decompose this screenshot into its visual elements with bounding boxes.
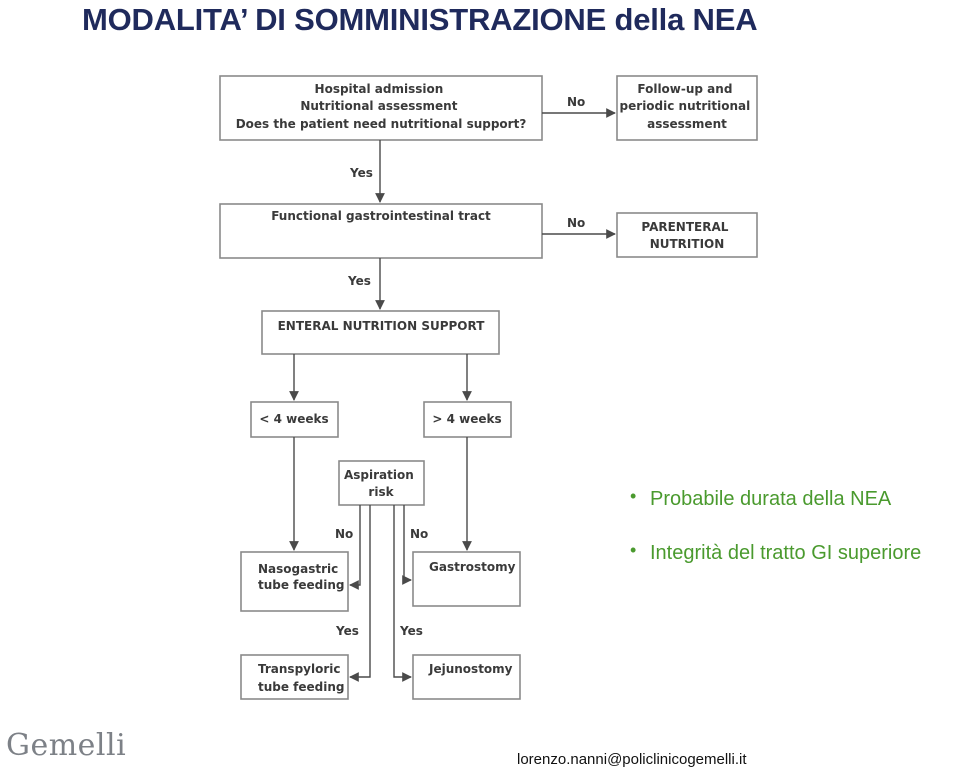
followup-text: Follow-up and periodic nutritional asses… xyxy=(620,82,755,131)
bullet-item: Integrità del tratto GI superiore xyxy=(630,540,921,565)
label-yes-transpyloric: Yes xyxy=(335,624,359,638)
parenteral-text: PARENTERAL NUTRITION xyxy=(641,220,732,251)
parenteral-box xyxy=(616,212,758,258)
gastrostomy-box xyxy=(412,551,521,607)
bullet-list: Probabile durata della NEA Integrità del… xyxy=(630,486,921,565)
enteral-text: ENTERAL NUTRITION SUPPORT xyxy=(278,319,486,333)
admission-text: Hospital admission Nutritional assessmen… xyxy=(236,82,527,131)
arrow-aspiration-no-right xyxy=(402,505,412,585)
aspiration-risk-text: Aspiration risk xyxy=(344,468,418,499)
jejunostomy-text: Jejunostomy xyxy=(428,662,513,676)
enteral-box xyxy=(261,310,500,355)
label-no-followup: No xyxy=(567,95,585,109)
functional-gi-text: Functional gastrointestinal tract xyxy=(271,209,491,223)
followup-box xyxy=(616,75,758,141)
arrow-aspiration-yes-right xyxy=(393,505,412,682)
lt4-weeks-text: < 4 weeks xyxy=(259,412,328,426)
gastrostomy-text: Gastrostomy xyxy=(429,560,516,574)
bullet-item: Probabile durata della NEA xyxy=(630,486,921,511)
transpyloric-text: Transpyloric tube feeding xyxy=(258,662,345,694)
transpyloric-box xyxy=(240,654,349,700)
label-yes-functional: Yes xyxy=(349,166,373,180)
label-yes-jejunostomy: Yes xyxy=(399,624,423,638)
admission-box xyxy=(219,75,543,141)
nasogastric-text: Nasogastric tube feeding xyxy=(258,562,345,592)
label-no-parenteral: No xyxy=(567,216,585,230)
gt4-weeks-text: > 4 weeks xyxy=(432,412,501,426)
aspiration-risk-box xyxy=(338,460,425,506)
arrow-aspiration-no-left xyxy=(349,505,361,590)
label-yes-enteral: Yes xyxy=(347,274,371,288)
gt4-weeks-box xyxy=(423,401,512,438)
gemelli-logo: Gemelli xyxy=(6,728,127,763)
nasogastric-box xyxy=(240,551,349,612)
page-title: MODALITA’ DI SOMMINISTRAZIONE della NEA xyxy=(82,2,758,37)
footer-email: lorenzo.nanni@policlinicogemelli.it xyxy=(517,751,747,768)
label-no-gastrostomy: No xyxy=(410,527,428,541)
functional-gi-box xyxy=(219,203,543,259)
jejunostomy-box xyxy=(412,654,521,700)
label-no-nasogastric: No xyxy=(335,527,353,541)
arrow-aspiration-yes-left xyxy=(349,505,371,682)
